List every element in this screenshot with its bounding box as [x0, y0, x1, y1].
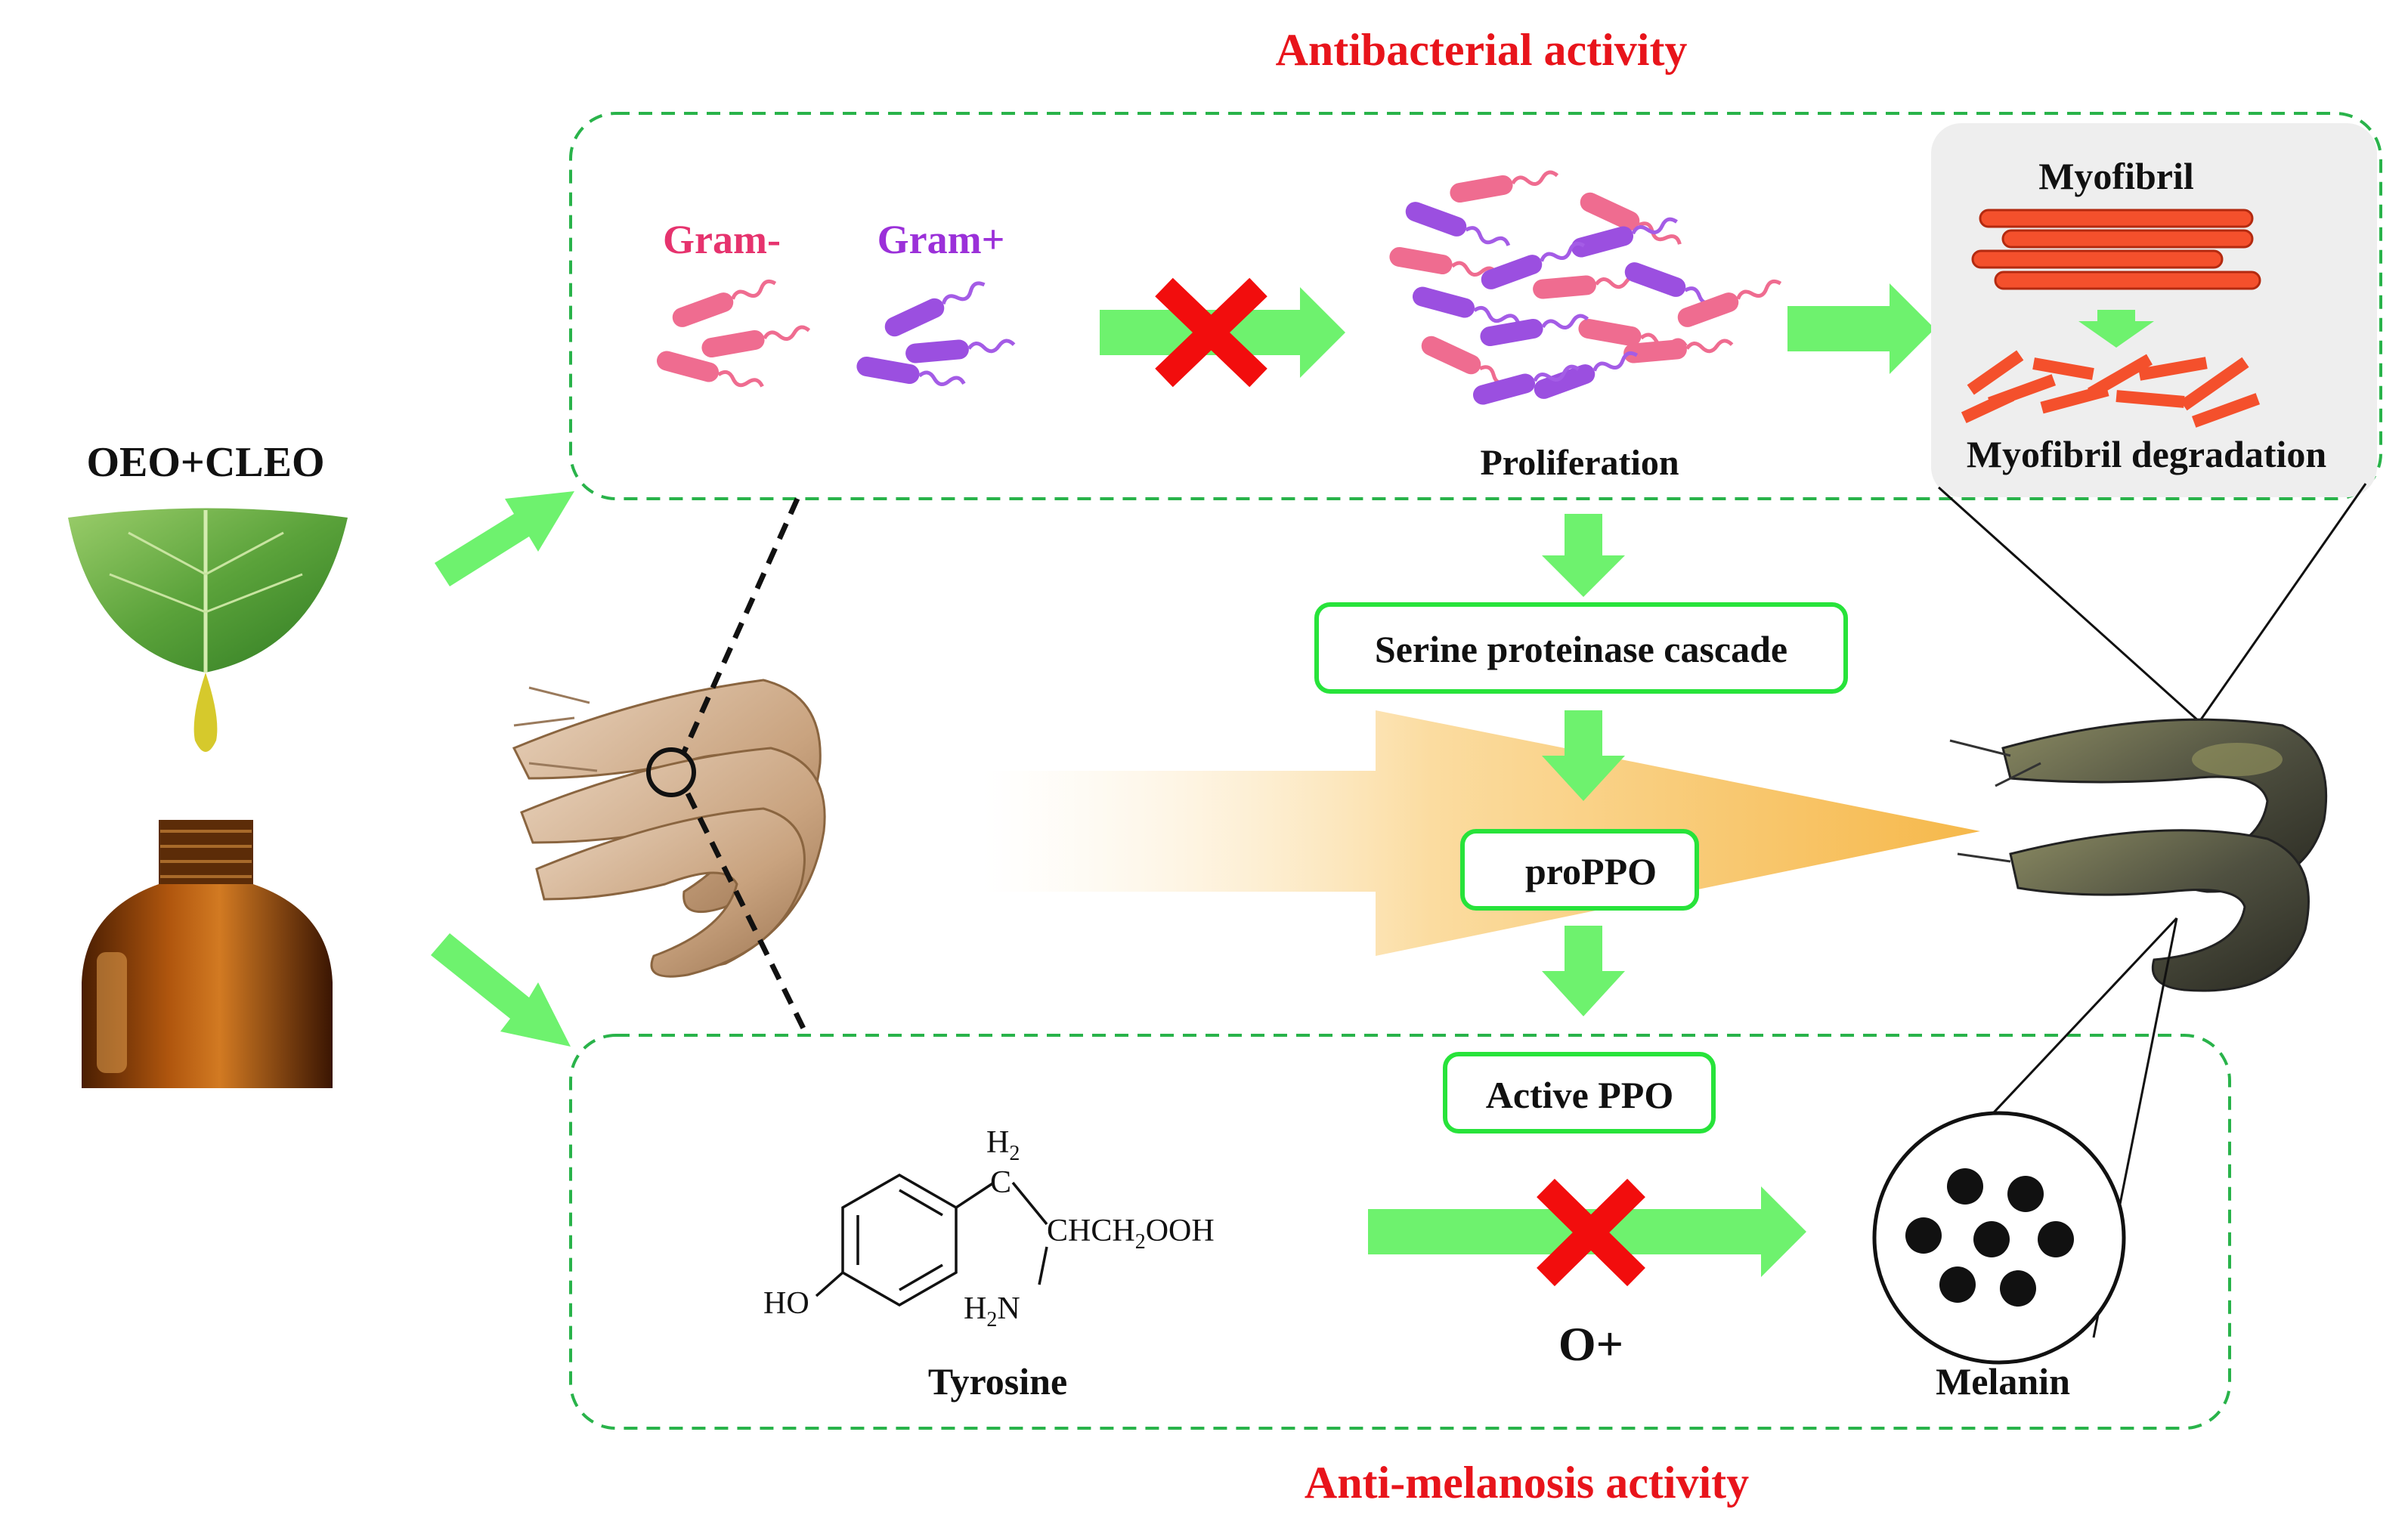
red-cross-icon	[1155, 277, 1267, 388]
tyrosine-label: Tyrosine	[928, 1360, 1067, 1403]
melanin-label: Melanin	[1936, 1360, 2070, 1403]
myofibril-zoom-line-left	[1937, 486, 2201, 723]
serine-cascade-label: Serine proteinase cascade	[1375, 628, 1787, 670]
melanin-granules	[1905, 1168, 2074, 1307]
proppo-label: proPPO	[1525, 850, 1657, 892]
zoom-line-top	[681, 497, 800, 753]
myofibril-down-arrow	[2078, 310, 2154, 348]
gram-positive-label: Gram+	[877, 217, 1005, 262]
tyrosine-structure	[815, 1173, 1048, 1307]
gram-positive-bacteria	[855, 276, 1014, 393]
proliferating-bacteria	[1388, 165, 1784, 407]
title-antibacterial: Antibacterial activity	[1276, 25, 1688, 75]
intact-myofibril	[1971, 209, 2261, 290]
red-cross-icon-bottom	[1537, 1178, 1645, 1287]
tyrosine-ho: HO	[763, 1286, 809, 1321]
zoom-line-bottom	[685, 792, 808, 1033]
title-anti-melanosis: Anti-melanosis activity	[1305, 1458, 1749, 1508]
anti-melanosis-box	[569, 1034, 2231, 1430]
arrow-proppo-to-active-ppo	[1542, 926, 1625, 1016]
tyrosine-h2-top: H2	[986, 1125, 1020, 1165]
leaf-drop-image	[68, 508, 348, 752]
gram-negative-bacteria	[655, 274, 811, 396]
spoiled-shrimp-image	[1949, 718, 2328, 992]
arrow-to-antibacterial	[435, 491, 574, 586]
arrow-cascade-to-proppo	[1542, 710, 1625, 801]
proppo-box	[1460, 829, 1699, 911]
active-ppo-box	[1443, 1052, 1716, 1133]
active-ppo-label: Active PPO	[1486, 1074, 1674, 1116]
tyrosine-chain: CHCH2OOH	[1047, 1214, 1215, 1254]
arrow-to-anti-melanosis	[431, 933, 571, 1047]
serine-cascade-box	[1314, 602, 1848, 694]
proliferation-label: Proliferation	[1480, 443, 1679, 483]
degraded-myofibril	[1961, 350, 2261, 428]
oxygen-label: O+	[1558, 1317, 1623, 1371]
arrow-to-myofibril	[1787, 283, 1935, 374]
myofibril-zoom-line-right	[2198, 483, 2367, 722]
zoom-circle	[646, 747, 696, 797]
arrow-proliferation-to-cascade	[1542, 514, 1625, 597]
myofibril-label: Myofibril	[2038, 155, 2194, 197]
myofibril-degradation-label: Myofibril degradation	[1967, 433, 2327, 475]
antibacterial-box	[569, 112, 2382, 500]
amber-bottle-image	[82, 820, 333, 1088]
raw-shrimp-image	[512, 679, 826, 978]
gram-negative-label: Gram-	[663, 217, 781, 262]
treatment-label: OEO+CLEO	[86, 439, 324, 486]
tyrosine-c: C	[990, 1165, 1011, 1200]
tyrosine-amine: H2N	[964, 1291, 1020, 1331]
